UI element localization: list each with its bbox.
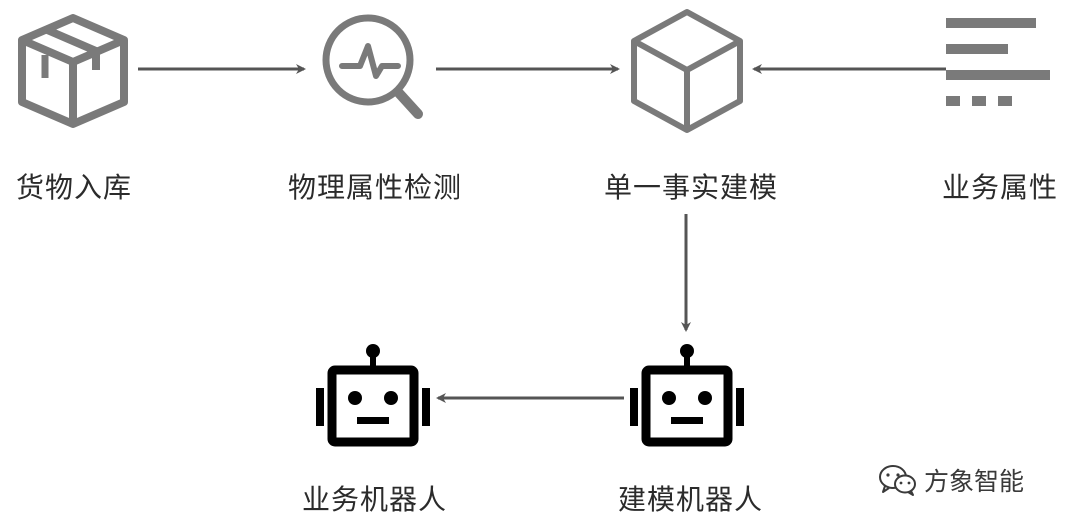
goods-inbound-label: 货物入库: [16, 171, 133, 204]
modeling-robot-label: 建模机器人: [618, 483, 764, 516]
bars-list-icon: [946, 18, 1050, 106]
watermark: 方象智能: [878, 462, 1024, 498]
robot-icon: [630, 344, 744, 447]
physical-detection-label: 物理属性检测: [288, 171, 463, 204]
single-fact-modeling-label: 单一事实建模: [604, 171, 779, 204]
watermark-text: 方象智能: [924, 467, 1025, 496]
magnifier-pulse-icon: [322, 14, 423, 119]
robot-icon: [316, 344, 430, 447]
box-icon: [18, 14, 128, 128]
business-attributes-label: 业务属性: [942, 171, 1059, 204]
wechat-icon: [879, 465, 916, 496]
cube-icon: [631, 9, 743, 133]
business-robot-label: 业务机器人: [302, 483, 448, 516]
